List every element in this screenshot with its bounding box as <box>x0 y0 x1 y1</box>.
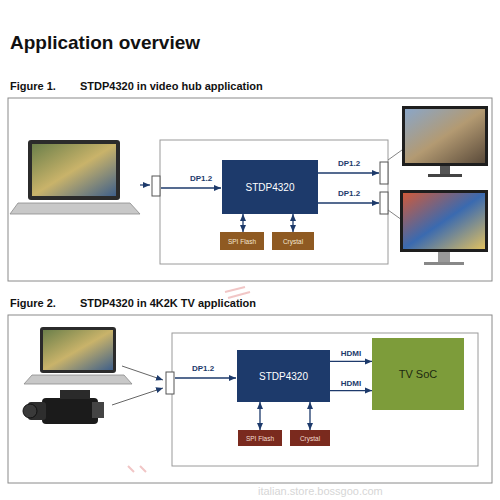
laptop-screen-frame <box>40 327 116 373</box>
connector-arrow <box>242 214 243 232</box>
laptop-screen <box>43 330 113 370</box>
connector-symbol <box>166 372 174 394</box>
component-box: Crystal <box>272 232 314 250</box>
watermark: italian.store.bossgoo.com <box>258 485 383 497</box>
chip-box: STDP4320 <box>237 350 330 402</box>
connector-arrow <box>330 390 372 391</box>
node-text: SPI Flash <box>228 238 256 245</box>
monitor-stand <box>440 166 450 174</box>
component-box: SPI Flash <box>238 430 282 446</box>
node-text: TV SoC <box>399 368 438 380</box>
camera-lens-front <box>23 404 37 418</box>
connector-symbol <box>152 176 160 196</box>
board-outline <box>172 333 478 466</box>
figure-frame <box>8 315 492 483</box>
connector-arrow <box>292 214 293 232</box>
monitor-screen <box>403 193 485 249</box>
signal-arrow <box>175 377 236 379</box>
connector-symbol <box>380 162 388 184</box>
signal-arrow <box>140 184 150 185</box>
monitor-base <box>424 262 464 265</box>
signal-name: DP1.2 <box>192 364 214 373</box>
monitor-screen <box>405 109 485 163</box>
signal-name: HDMI <box>341 349 361 358</box>
chip-box: STDP4320 <box>222 160 318 214</box>
laptop-illustration <box>10 140 140 214</box>
signal-arrow <box>112 388 163 405</box>
signal-name: DP1.2 <box>338 189 360 198</box>
signal-name: DP1.2 <box>190 174 212 183</box>
monitor-stand <box>438 252 450 262</box>
laptop-screen <box>32 144 116 196</box>
figure-number: Figure 2. <box>10 297 56 309</box>
monitor-illustration <box>400 190 488 265</box>
node-text: Crystal <box>283 238 303 245</box>
camera-viewfinder <box>92 402 104 418</box>
signal-arrow <box>318 202 379 204</box>
laptop-screen-frame <box>28 140 120 200</box>
watermark-mark <box>128 287 250 472</box>
monitor-frame <box>402 106 488 166</box>
laptop-illustration <box>24 327 132 384</box>
leader-line <box>388 150 402 160</box>
signal-name: HDMI <box>341 379 361 388</box>
figure-frame <box>8 98 492 281</box>
node-text: STDP4320 <box>259 371 308 382</box>
connector-symbol <box>380 192 388 214</box>
signal-arrow <box>122 366 163 380</box>
laptop-base <box>24 375 132 384</box>
component-box: Crystal <box>290 430 330 446</box>
node-text: STDP4320 <box>246 182 295 193</box>
laptop-base <box>10 203 140 214</box>
monitor-frame <box>400 190 488 252</box>
leader-line <box>388 210 402 220</box>
signal-arrow <box>161 187 221 189</box>
soc-box: TV SoC <box>372 338 464 410</box>
connector-arrow <box>330 361 372 362</box>
monitor-base <box>428 174 462 177</box>
camera-body <box>42 398 98 424</box>
board-outline <box>160 140 388 264</box>
node-text: SPI Flash <box>246 435 274 442</box>
component-box: SPI Flash <box>220 232 264 250</box>
page-title: Application overview <box>10 32 200 54</box>
camera-illustration <box>23 390 104 424</box>
signal-arrow <box>318 172 379 174</box>
camera-handle <box>60 390 90 399</box>
monitor-illustration <box>402 106 488 177</box>
node-text: Crystal <box>300 435 320 442</box>
connector-arrow <box>259 402 260 430</box>
signal-name: DP1.2 <box>338 159 360 168</box>
figure-caption: STDP4320 in 4K2K TV application <box>80 297 256 309</box>
figure-number: Figure 1. <box>10 80 56 92</box>
figure-caption: STDP4320 in video hub application <box>80 80 263 92</box>
connector-arrow <box>309 402 310 430</box>
